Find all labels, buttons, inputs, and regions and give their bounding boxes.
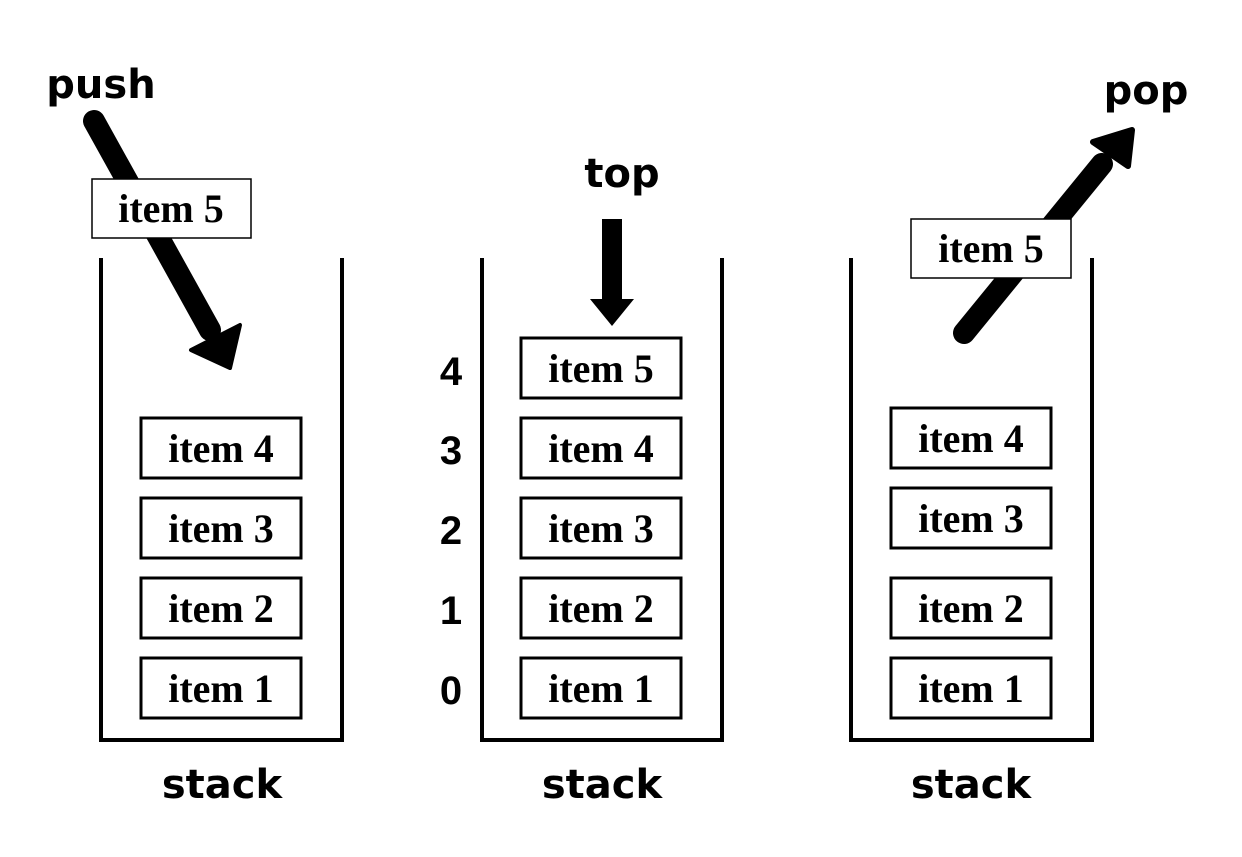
top-arrow — [590, 219, 634, 326]
stack-item-label: item 4 — [918, 416, 1024, 461]
index-label: 2 — [440, 509, 462, 553]
stack-item-label: item 4 — [548, 426, 654, 471]
stack-item-label: item 3 — [168, 506, 274, 551]
stack-item: item 2 — [889, 576, 1053, 640]
stack-item-label: item 1 — [548, 666, 654, 711]
stack-item: item 1 — [889, 656, 1053, 720]
stack-item: item 5 — [519, 336, 683, 400]
stack-item-label: item 1 — [168, 666, 274, 711]
index-label: 1 — [440, 589, 462, 633]
stack-item: item 4 — [519, 416, 683, 480]
stack-item-label: item 2 — [548, 586, 654, 631]
stack-item-label: item 3 — [548, 506, 654, 551]
stack-item-label: item 4 — [168, 426, 274, 471]
stack-item-label: item 1 — [918, 666, 1024, 711]
stack-caption: stack — [911, 762, 1033, 808]
indexed-stack: top item 5 item 4 item 3 item 2 item 1 4… — [440, 151, 724, 808]
stack-item: item 1 — [139, 656, 303, 720]
stack-item: item 3 — [519, 496, 683, 560]
stack-item-label: item 2 — [168, 586, 274, 631]
stack-item: item 2 — [519, 576, 683, 640]
push-arrow — [83, 110, 242, 370]
stack-caption: stack — [542, 762, 664, 808]
stack-item-label: item 2 — [918, 586, 1024, 631]
outgoing-item-label: item 5 — [938, 226, 1044, 271]
incoming-item-box: item 5 — [91, 178, 252, 239]
stack-container — [99, 258, 344, 742]
index-label: 0 — [440, 669, 462, 713]
stack-caption: stack — [162, 762, 284, 808]
stack-item: item 4 — [889, 406, 1053, 470]
stack-container — [480, 258, 724, 742]
stack-item-label: item 5 — [548, 346, 654, 391]
incoming-item-label: item 5 — [118, 186, 224, 231]
stack-item-label: item 3 — [918, 496, 1024, 541]
pop-stack: item 5 item 4 item 3 item 2 item 1 stack — [849, 127, 1135, 808]
top-label: top — [584, 151, 659, 197]
push-stack: item 5 item 4 item 3 item 2 item 1 stack — [83, 110, 344, 808]
stack-container — [849, 258, 1094, 742]
stack-item: item 3 — [889, 486, 1053, 550]
stack-item: item 3 — [139, 496, 303, 560]
stack-item: item 2 — [139, 576, 303, 640]
stack-item: item 1 — [519, 656, 683, 720]
index-label: 3 — [440, 429, 462, 473]
index-label: 4 — [440, 350, 463, 394]
push-label: push — [46, 62, 155, 108]
stack-item: item 4 — [139, 416, 303, 480]
pop-label: pop — [1104, 68, 1189, 114]
outgoing-item-box: item 5 — [910, 218, 1072, 279]
